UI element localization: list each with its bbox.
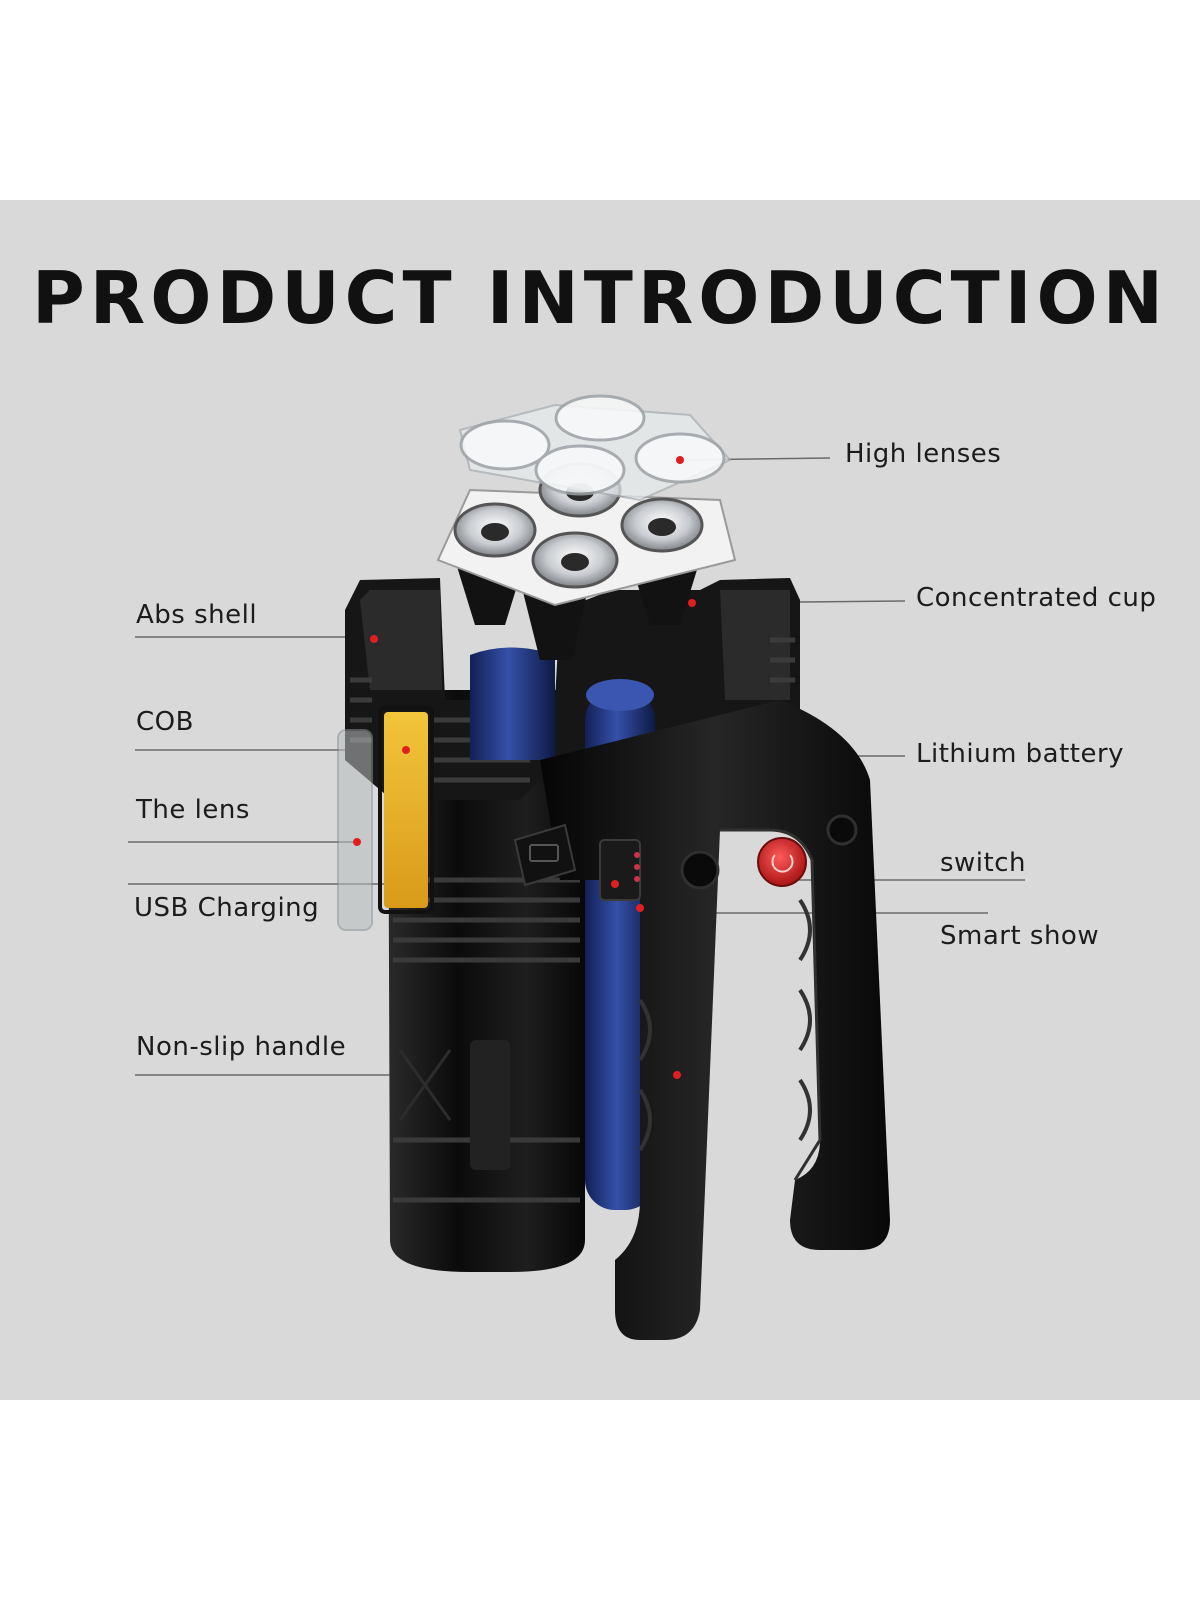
label-smart-show: Smart show [940,921,1100,951]
label-the-lens: The lens [136,795,250,825]
side-lens [337,729,373,931]
marker-non-slip-handle [673,1071,681,1079]
label-lithium-battery: Lithium battery [916,739,1125,769]
label-switch: switch [940,848,1027,878]
marker-usb-charging [611,880,619,888]
high-lenses [458,394,732,502]
usb-port [513,823,641,901]
label-abs-shell: Abs shell [136,600,258,630]
label-cob: COB [136,707,194,737]
page-title: PRODUCT INTRODUCTION [32,256,1168,340]
marker-dots [353,456,696,1079]
led-plate [436,462,737,607]
label-non-slip-handle: Non-slip handle [136,1032,347,1062]
switch-button [757,837,807,887]
marker-the-lens [353,838,361,846]
label-concentrated-cup: Concentrated cup [916,583,1157,613]
marker-cob [402,746,410,754]
marker-smart-show [636,904,644,912]
label-usb-charging: USB Charging [134,893,320,923]
cob-light [378,706,434,914]
marker-high-lenses [676,456,684,464]
marker-abs-shell [370,635,378,643]
marker-concentrated-cup [688,599,696,607]
label-high-lenses: High lenses [845,439,1002,469]
